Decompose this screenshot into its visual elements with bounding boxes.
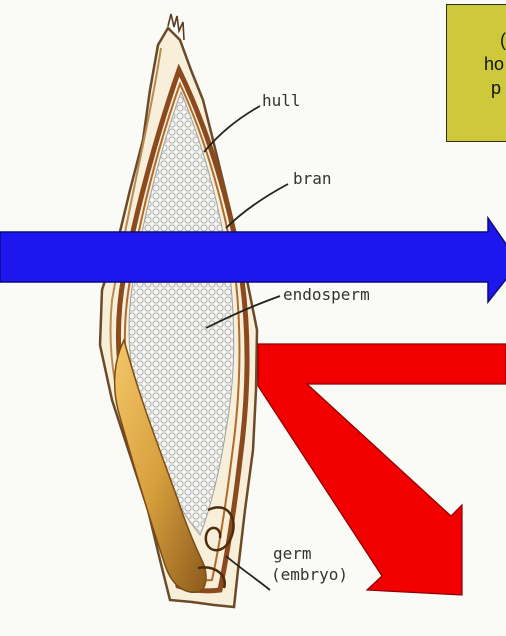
label-hull: hull [262,92,301,110]
note-box: ( ho p [446,4,506,142]
note-text-line-3: p [491,79,501,97]
label-embryo: (embryo) [271,566,348,584]
leader-line-bran [226,184,288,228]
label-germ: germ [273,545,312,563]
label-bran: bran [293,170,332,188]
blue-arrow [0,218,506,302]
label-endosperm: endosperm [283,286,370,304]
note-text-line-2: ho [484,55,504,73]
note-text-line-1: ( [500,31,506,49]
